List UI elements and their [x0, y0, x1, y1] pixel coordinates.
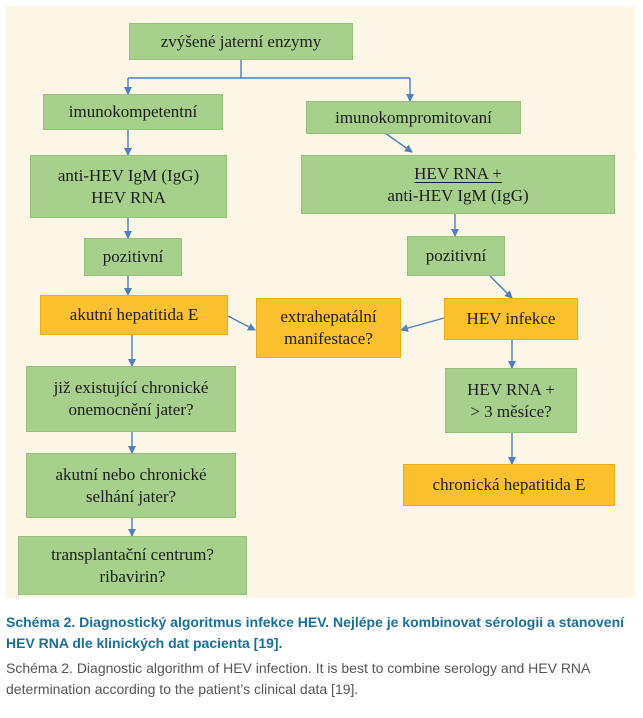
caption-czech: Schéma 2. Diagnostický algoritmus infekc…: [6, 614, 625, 651]
node-positive-right: pozitivní: [407, 236, 505, 276]
arrow-to-hev-infection: [489, 275, 513, 299]
node-extrahepatic: extrahepatální manifestace?: [256, 298, 401, 358]
arrow-acute-to-extra: [227, 315, 256, 331]
arrow-to-hevrna: [384, 132, 413, 153]
node-antihev-igm-text: anti-HEV IgM (IgG): [387, 185, 529, 205]
node-chronic-liver: již existující chronické onemocnění jate…: [26, 366, 236, 432]
node-antihev-hevrna: anti-HEV IgM (IgG) HEV RNA: [30, 155, 227, 218]
node-positive-left: pozitivní: [84, 238, 182, 276]
node-hevrna-antihev: HEV RNA + anti-HEV IgM (IgG): [301, 155, 615, 214]
node-acute-hepatitis: akutní hepatitida E: [40, 295, 228, 335]
node-elevated-enzymes: zvýšené jaterní enzymy: [129, 23, 353, 60]
node-hev-infection: HEV infekce: [444, 298, 578, 340]
node-immunocompetent: imunokompetentní: [43, 94, 223, 130]
node-chronic-hepatitis: chronická hepatitida E: [403, 464, 615, 506]
arrow-infection-to-extra: [400, 317, 445, 332]
node-immunocompromised: imunokompromitovaní: [306, 101, 521, 134]
node-hevrna-plus-text: HEV RNA +: [414, 163, 502, 183]
flow-arrows: [124, 60, 516, 537]
caption-english: Schéma 2. Diagnostic algorithm of HEV in…: [6, 660, 590, 697]
arrow-top-split: [128, 60, 410, 79]
node-liver-failure: akutní nebo chronické selhání jater?: [26, 453, 236, 518]
node-hevrna-3months: HEV RNA + > 3 měsíce?: [445, 368, 577, 433]
node-transplant: transplantační centrum? ribavirin?: [18, 536, 247, 595]
